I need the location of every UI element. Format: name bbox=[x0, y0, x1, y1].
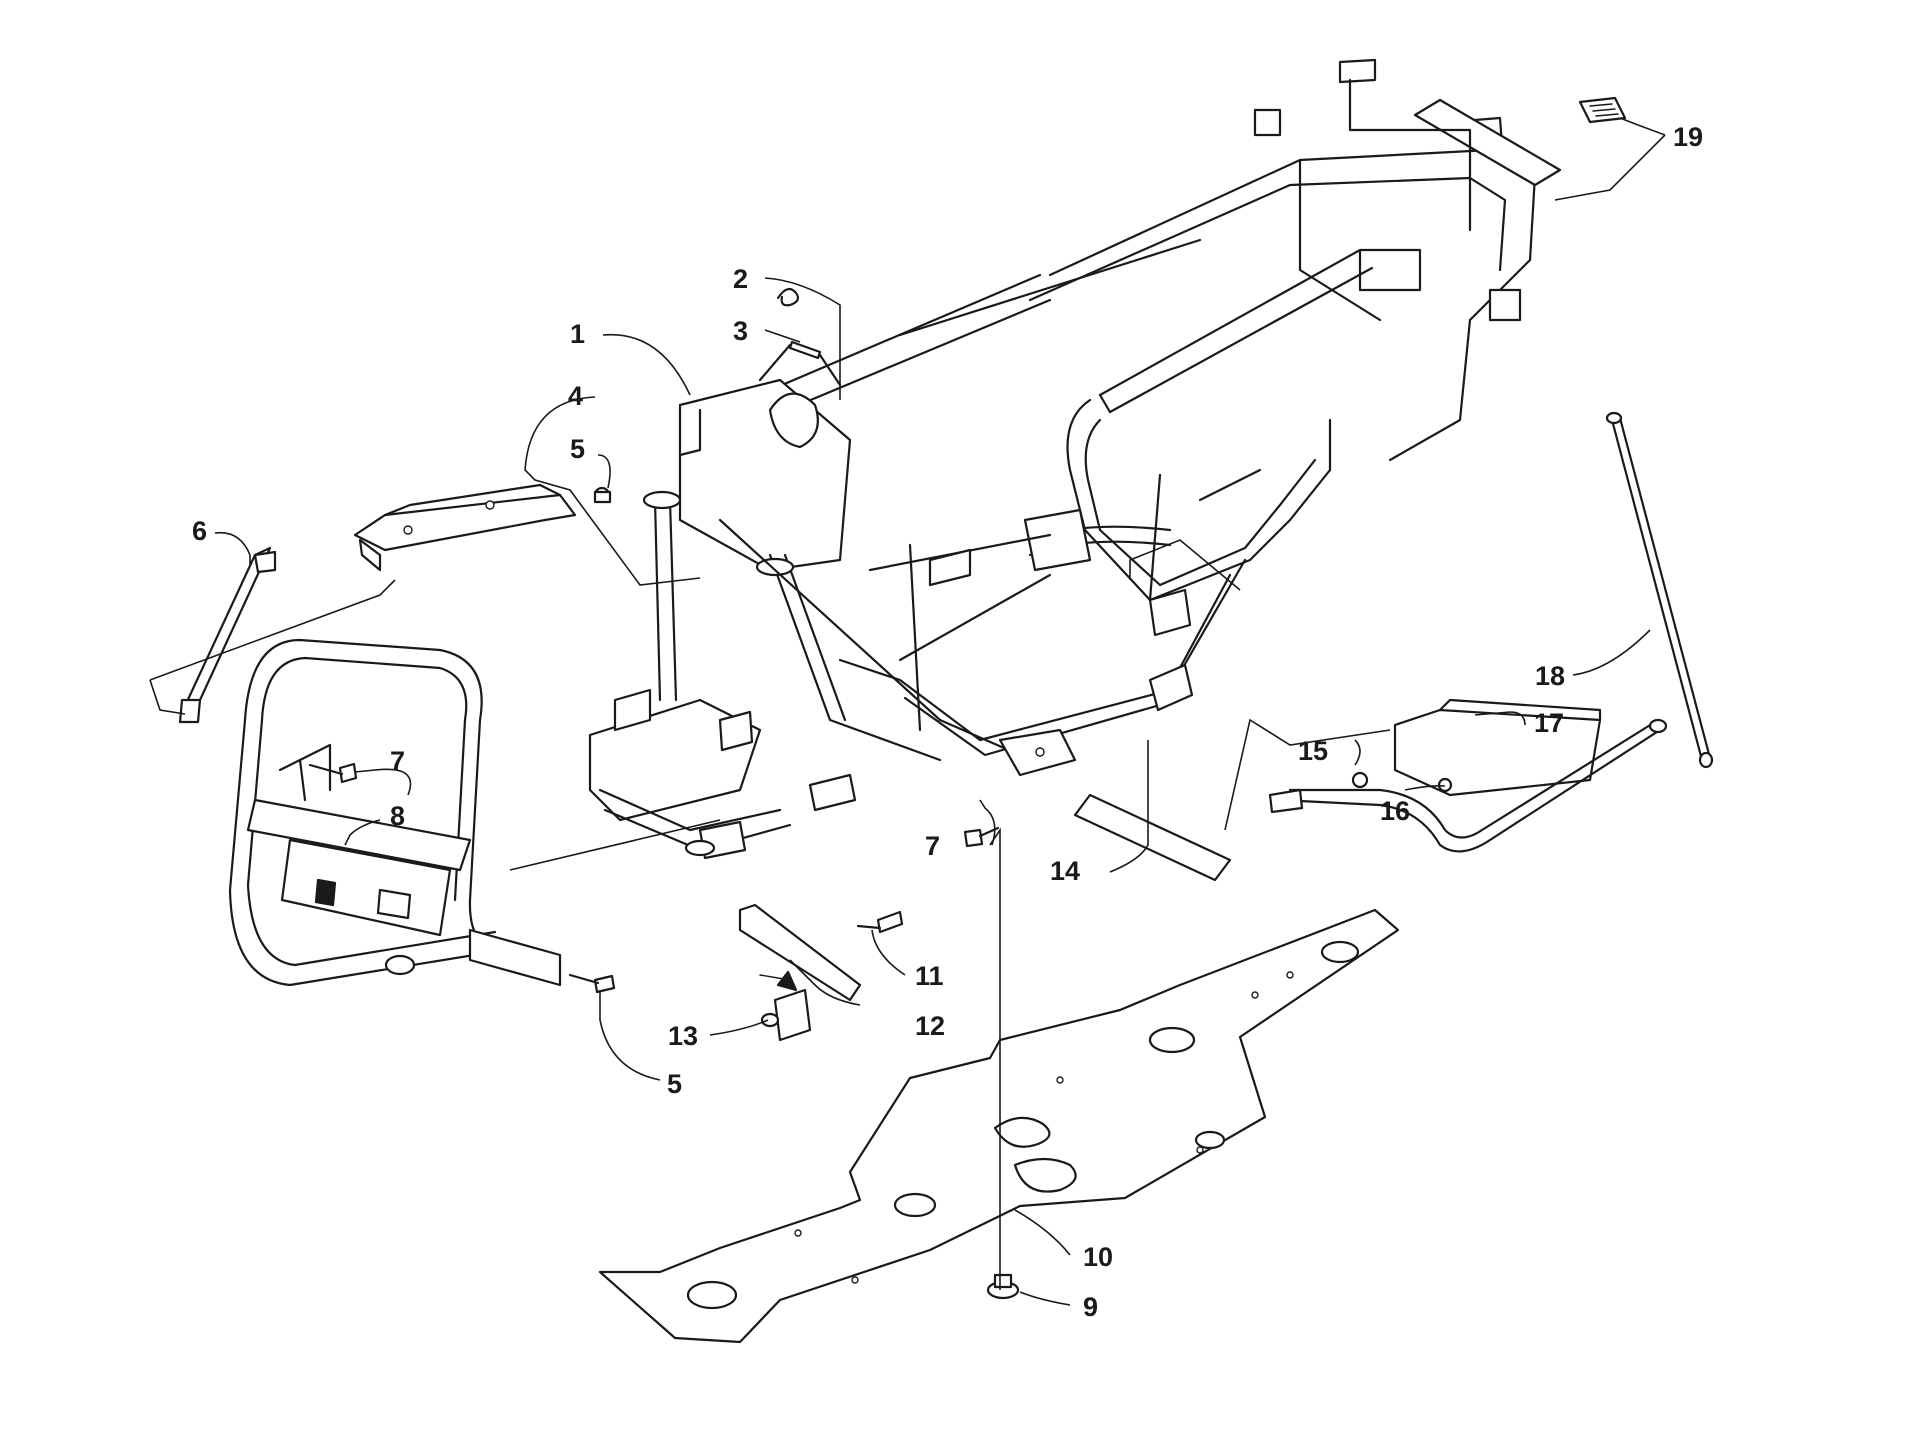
rod[interactable] bbox=[1605, 411, 1714, 769]
skid-plate-fastener[interactable] bbox=[986, 1273, 1020, 1300]
callout-5-upper: 5 bbox=[570, 434, 585, 464]
footrest-nut[interactable] bbox=[1351, 771, 1369, 789]
callout-labels: 1 2 3 4 5 5 6 7 7 8 9 10 11 12 13 14 15 … bbox=[192, 122, 1703, 1322]
callout-7-left: 7 bbox=[390, 746, 405, 776]
callout-12: 12 bbox=[915, 1011, 945, 1041]
main-frame[interactable] bbox=[588, 58, 1562, 860]
support-bracket[interactable] bbox=[738, 903, 862, 1042]
label-decal[interactable] bbox=[1578, 96, 1627, 124]
right-footrest[interactable] bbox=[1268, 698, 1668, 853]
front-bumper[interactable] bbox=[228, 638, 562, 987]
frame-decal[interactable] bbox=[1073, 793, 1232, 882]
bumper-mount-screw[interactable] bbox=[308, 762, 358, 784]
skid-plate[interactable] bbox=[598, 908, 1400, 1344]
callout-18: 18 bbox=[1535, 661, 1565, 691]
callout-10: 10 bbox=[1083, 1242, 1113, 1272]
callout-8: 8 bbox=[390, 801, 405, 831]
callout-19: 19 bbox=[1673, 122, 1703, 152]
callout-17: 17 bbox=[1534, 708, 1564, 738]
bracket-nut[interactable] bbox=[760, 1012, 780, 1028]
bumper-strut[interactable] bbox=[178, 546, 277, 724]
clip[interactable] bbox=[776, 287, 800, 307]
cap-screw-upper[interactable] bbox=[593, 486, 612, 504]
callout-9: 9 bbox=[1083, 1292, 1098, 1322]
callout-3: 3 bbox=[733, 316, 748, 346]
callout-5-lower: 5 bbox=[667, 1069, 682, 1099]
callout-14: 14 bbox=[1050, 856, 1080, 886]
front-bracket[interactable] bbox=[353, 483, 577, 572]
callout-7-center: 7 bbox=[925, 831, 940, 861]
callout-1: 1 bbox=[570, 319, 585, 349]
pin[interactable] bbox=[788, 340, 822, 360]
callout-4: 4 bbox=[568, 381, 583, 411]
callout-11: 11 bbox=[915, 961, 944, 991]
callout-13: 13 bbox=[668, 1021, 698, 1051]
callout-16: 16 bbox=[1380, 796, 1410, 826]
bracket-screw[interactable] bbox=[856, 910, 904, 934]
callout-2: 2 bbox=[733, 264, 748, 294]
bumper-screw-lower[interactable] bbox=[568, 973, 616, 994]
callout-6: 6 bbox=[192, 516, 207, 546]
leader-lines bbox=[149, 117, 1666, 1306]
footrest-screw[interactable] bbox=[1437, 777, 1453, 793]
callout-15: 15 bbox=[1298, 736, 1328, 766]
